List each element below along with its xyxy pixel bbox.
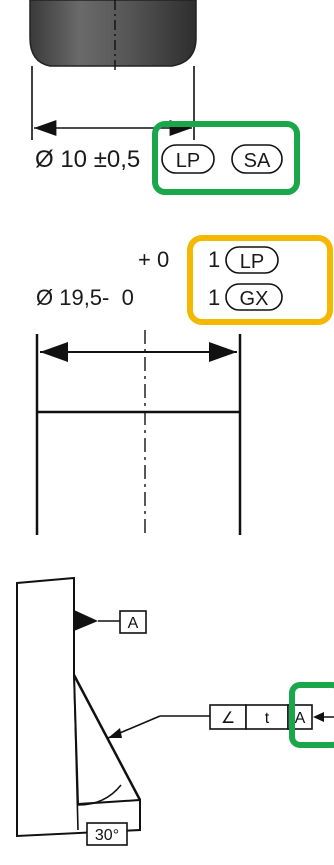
modifier-sa-label: SA (244, 150, 271, 172)
modifier-sa-fig1: SA (231, 144, 283, 174)
figure-3-part (16, 576, 142, 838)
part-outline (16, 576, 141, 838)
modifier-gx-label: GX (240, 288, 269, 310)
inclined-face (72, 674, 142, 801)
dimension-text-fig1: Ø 10 ±0,5 (35, 146, 140, 173)
modifier-gx-fig2: GX (225, 283, 283, 311)
lower-deviation-digit: 1 (208, 285, 220, 310)
figure-1-cylinder (29, 0, 197, 140)
upper-deviation-digit: 1 (208, 247, 220, 272)
modifier-lp-label: LP (176, 150, 200, 172)
highlight-box-green-1 (152, 121, 300, 195)
datum-label: A (128, 615, 139, 632)
datum-triangle-icon (74, 610, 98, 631)
datum-box (119, 610, 147, 634)
datum-arrow-icon (313, 712, 324, 722)
feature-control-frame: ∠ t A (107, 704, 334, 739)
angle-label: 30° (95, 827, 119, 844)
frame-datum: A (295, 710, 306, 727)
angle-box (86, 822, 128, 846)
modifier-lp-fig1: LP (161, 144, 215, 174)
cylinder-shape (29, 0, 197, 67)
modifier-lp-label-2: LP (240, 251, 264, 273)
lower-deviation: Ø 19,5- 0 (36, 285, 134, 310)
angularity-icon: ∠ (221, 710, 235, 727)
angle-arc (77, 784, 122, 806)
leader-arrow-icon (108, 728, 122, 738)
highlight-box-green-2 (289, 682, 334, 748)
datum-a-symbol: A (74, 610, 147, 634)
reference-line (73, 674, 79, 831)
highlight-box-yellow (187, 235, 333, 325)
angle-dimension: 30° (86, 822, 128, 846)
frame-tolerance: t (265, 710, 270, 727)
modifier-lp-fig2: LP (225, 246, 279, 274)
figure-2-shaft (35, 330, 242, 535)
upper-deviation: + 0 (138, 247, 169, 272)
